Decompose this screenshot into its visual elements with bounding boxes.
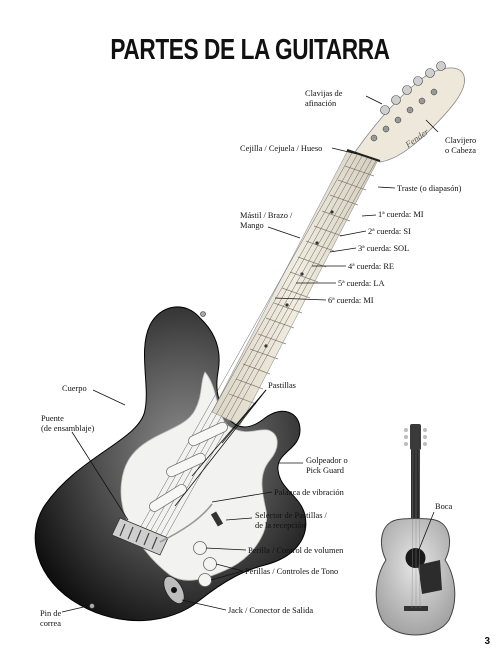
label-cuerda-2: 2ª cuerda: SI (368, 227, 411, 236)
label-cuerda-4: 4ª cuerda: RE (348, 262, 395, 271)
label-traste: Traste (o diapasón) (397, 184, 462, 193)
label-selector: Selector de Pastillas / de la recepción (255, 511, 327, 530)
label-pin-correa: Pin de correa (40, 609, 62, 628)
label-cuerda-1: 1ª cuerda: MI (378, 210, 424, 219)
label-golpeador: Golpeador o Pick Guard (306, 456, 348, 475)
label-cuerda-5: 5ª cuerda: LA (338, 279, 385, 288)
pickguard (120, 371, 278, 581)
label-perilla-volumen: Perilla / Control de volumen (248, 546, 344, 555)
label-perillas-tono: Perillas / Controles de Tono (245, 567, 339, 576)
label-cuerda-6: 6ª cuerda: MI (328, 296, 374, 305)
label-pastillas: Pastillas (268, 381, 296, 390)
acoustic-guitar (375, 424, 456, 636)
label-puente: Puente (de ensamblaje) (41, 414, 95, 433)
label-clavijero: Clavijero o Cabeza (445, 136, 477, 155)
label-palanca: Palanca de vibración (274, 488, 344, 497)
label-clavijas: Clavijas de afinación (305, 89, 343, 108)
label-cuerpo: Cuerpo (62, 384, 87, 393)
label-jack: Jack / Conector de Salida (228, 606, 314, 615)
page-title: PARTES DE LA GUITARRA (110, 34, 390, 66)
page-number: 3 (484, 636, 490, 647)
label-cuerda-3: 3ª cuerda: SOL (358, 244, 410, 253)
label-cejilla: Cejilla / Cejuela / Hueso (240, 144, 323, 153)
label-mastil: Mástil / Brazo / Mango (240, 211, 293, 230)
label-boca: Boca (435, 502, 453, 511)
